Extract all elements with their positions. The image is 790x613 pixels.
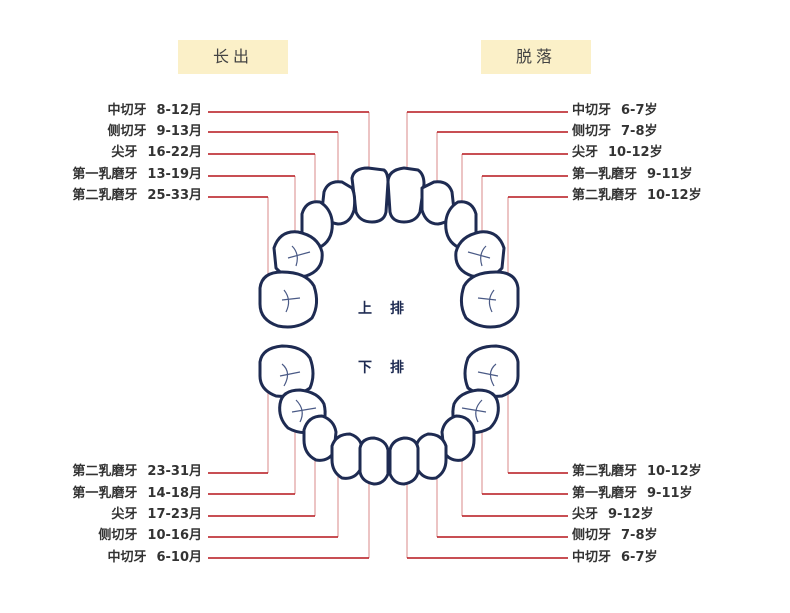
upper-arch (258, 166, 520, 329)
tooth-age: 16-22月 (147, 145, 202, 160)
lower-right-canine (440, 414, 476, 462)
tooth-age: 9-11岁 (647, 486, 693, 501)
upper-left-central-incisor (350, 166, 390, 224)
tooth-name: 第一乳磨牙 (72, 167, 138, 182)
tooth-age: 8-12月 (156, 103, 202, 118)
tooth-name: 尖牙 (572, 507, 599, 522)
tooth-age: 17-23月 (147, 507, 202, 522)
label-upper-left-4: 第一乳磨牙 13-19月 (12, 167, 202, 183)
label-upper-right-1: 中切牙 6-7岁 (572, 103, 658, 119)
tooth-age: 9-12岁 (608, 507, 654, 522)
label-lower-right-1: 第二乳磨牙 10-12岁 (572, 464, 702, 480)
tooth-age: 7-8岁 (621, 124, 658, 139)
tooth-age: 9-11岁 (647, 167, 693, 182)
groove-icon (281, 289, 301, 313)
lower-arch-label: 下排 (358, 360, 422, 376)
upper-left-first-molar (272, 230, 324, 279)
lower-left-central-incisor (358, 436, 390, 486)
lower-left-lateral-incisor (330, 432, 364, 480)
groove-icon (291, 399, 317, 423)
tooth-age: 6-7岁 (621, 550, 658, 565)
label-upper-right-5: 第二乳磨牙 10-12岁 (572, 188, 702, 204)
tooth-name: 中切牙 (107, 550, 147, 565)
tooth-name: 尖牙 (572, 145, 599, 160)
tooth-name: 第一乳磨牙 (572, 167, 638, 182)
label-lower-right-2: 第一乳磨牙 9-11岁 (572, 486, 693, 502)
tooth-name: 侧切牙 (98, 528, 138, 543)
tooth-name: 中切牙 (572, 550, 612, 565)
label-lower-left-4: 侧切牙 10-16月 (12, 528, 202, 544)
label-upper-left-5: 第二乳磨牙 25-33月 (12, 188, 202, 204)
tooth-name: 侧切牙 (572, 528, 612, 543)
tooth-name: 中切牙 (107, 103, 147, 118)
label-upper-right-4: 第一乳磨牙 9-11岁 (572, 167, 693, 183)
tooth-age: 10-12岁 (608, 145, 663, 160)
tooth-name: 尖牙 (111, 507, 138, 522)
tooth-name: 第一乳磨牙 (72, 486, 138, 501)
label-lower-right-4: 侧切牙 7-8岁 (572, 528, 658, 544)
tooth-age: 7-8岁 (621, 528, 658, 543)
label-upper-left-1: 中切牙 8-12月 (12, 103, 202, 119)
tooth-name: 第二乳磨牙 (572, 188, 638, 203)
tooth-name: 尖牙 (111, 145, 138, 160)
tooth-age: 6-7岁 (621, 103, 658, 118)
groove-icon (467, 245, 491, 267)
tooth-age: 13-19月 (147, 167, 202, 182)
label-lower-left-1: 第二乳磨牙 23-31月 (12, 464, 202, 480)
label-upper-left-3: 尖牙 16-22月 (12, 145, 202, 161)
groove-icon (477, 289, 497, 313)
tooth-name: 侧切牙 (572, 124, 612, 139)
tooth-name: 中切牙 (572, 103, 612, 118)
tooth-age: 9-13月 (156, 124, 202, 139)
label-upper-right-3: 尖牙 10-12岁 (572, 145, 663, 161)
horizontal-leaders (208, 111, 568, 559)
tooth-age: 10-12岁 (647, 464, 702, 479)
upper-arch-label: 上排 (358, 301, 422, 317)
label-lower-right-5: 中切牙 6-7岁 (572, 550, 658, 566)
tooth-age: 10-12岁 (647, 188, 702, 203)
tooth-age: 14-18月 (147, 486, 202, 501)
tooth-age: 10-16月 (147, 528, 202, 543)
groove-icon (461, 399, 487, 423)
lower-right-lateral-incisor (414, 432, 448, 480)
label-lower-right-3: 尖牙 9-12岁 (572, 507, 654, 523)
tooth-name: 第二乳磨牙 (572, 464, 638, 479)
groove-icon (287, 245, 311, 267)
upper-right-central-incisor (386, 166, 426, 224)
tooth-age: 25-33月 (147, 188, 202, 203)
groove-icon (279, 363, 301, 387)
tooth-name: 第一乳磨牙 (572, 486, 638, 501)
label-upper-left-2: 侧切牙 9-13月 (12, 124, 202, 140)
tooth-age: 23-31月 (147, 464, 202, 479)
header-grow: 长出 (178, 40, 288, 74)
label-upper-right-2: 侧切牙 7-8岁 (572, 124, 658, 140)
upper-right-first-molar (454, 230, 506, 279)
tooth-age: 6-10月 (156, 550, 202, 565)
lower-right-central-incisor (388, 436, 420, 486)
header-shed: 脱落 (481, 40, 591, 74)
label-lower-left-2: 第一乳磨牙 14-18月 (12, 486, 202, 502)
label-lower-left-3: 尖牙 17-23月 (12, 507, 202, 523)
label-lower-left-5: 中切牙 6-10月 (12, 550, 202, 566)
tooth-name: 第二乳磨牙 (72, 464, 138, 479)
tooth-name: 第二乳磨牙 (72, 188, 138, 203)
groove-icon (477, 363, 499, 387)
molar-grooves (279, 245, 499, 423)
tooth-name: 侧切牙 (107, 124, 147, 139)
